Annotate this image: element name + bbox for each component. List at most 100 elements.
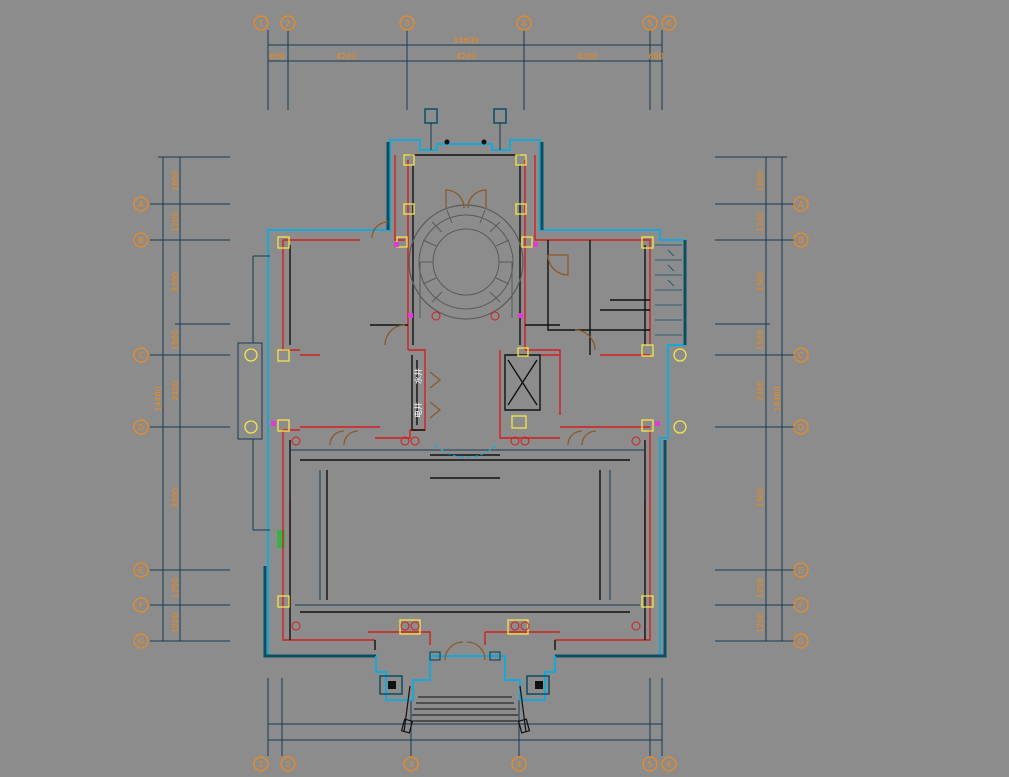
axis-bubble: 2 <box>280 756 296 772</box>
axis-bubble: 6 <box>661 15 677 31</box>
room-label-water-shaft: 水井 <box>413 368 423 384</box>
top-entrance-canopy <box>424 108 507 150</box>
room-label-electric-shaft: 电井 <box>413 402 423 418</box>
interior-dimension-ticks <box>290 449 645 606</box>
left-dim-segment: 2400 <box>171 381 180 401</box>
svg-text:A: A <box>138 200 144 209</box>
axis-bubble: 3 <box>399 15 415 31</box>
axis-bubble: A <box>793 196 809 212</box>
left-projections <box>237 255 687 548</box>
right-dimension-chain: 14400 1800 1200 3300 1500 2400 3300 1200… <box>715 156 795 642</box>
svg-text:E: E <box>798 566 803 575</box>
right-dim-segment: 3300 <box>756 272 765 292</box>
svg-text:1: 1 <box>258 19 263 28</box>
top-axis-bubbles: 1 2 3 4 5 6 <box>253 15 677 31</box>
axis-bubble: 1 <box>253 15 269 31</box>
svg-text:2: 2 <box>285 19 290 28</box>
axis-bubble: E <box>793 562 809 578</box>
axis-bubble: F <box>133 597 149 613</box>
interior-linework <box>289 154 650 650</box>
axis-bubble: G <box>793 633 809 649</box>
left-dim-segment: 1200 <box>171 613 180 633</box>
svg-text:4: 4 <box>516 760 521 769</box>
svg-text:6: 6 <box>666 19 671 28</box>
spiral-stair <box>408 204 524 320</box>
inner-walls <box>282 155 651 645</box>
svg-text:3: 3 <box>408 760 413 769</box>
columns <box>277 154 654 635</box>
svg-text:C: C <box>798 351 804 360</box>
doors <box>329 189 597 661</box>
fixtures <box>291 311 641 631</box>
top-dim-segment: 600 <box>648 52 663 61</box>
axis-bubble: A <box>133 196 149 212</box>
svg-text:B: B <box>138 236 144 245</box>
axis-bubble: 5 <box>642 15 658 31</box>
svg-text:G: G <box>798 637 804 646</box>
left-dim-segment: 1200 <box>171 578 180 598</box>
svg-text:B: B <box>798 236 804 245</box>
svg-text:F: F <box>799 601 804 610</box>
bottom-entrance-steps <box>379 651 550 734</box>
axis-bubble: 1 <box>253 756 269 772</box>
left-dimension-chain: 14400 1800 1200 3300 1500 2400 3300 1200… <box>150 156 230 642</box>
top-dim-segment: 4200 <box>577 52 597 61</box>
bottom-dimension-chain <box>267 678 663 756</box>
top-dim-segment: 600 <box>269 52 284 61</box>
right-dim-segment: 1500 <box>756 330 765 350</box>
axis-bubble: B <box>133 232 149 248</box>
svg-text:A: A <box>798 200 804 209</box>
axis-bubble: F <box>793 597 809 613</box>
left-axis-bubbles: A B C D E F G <box>133 196 149 649</box>
left-dim-segment: 3300 <box>171 272 180 292</box>
axis-bubble: G <box>133 633 149 649</box>
magenta-markers <box>271 242 660 426</box>
axis-bubble: C <box>133 347 149 363</box>
right-dim-segment: 1200 <box>756 212 765 232</box>
axis-bubble: D <box>793 419 809 435</box>
right-dim-segment: 3300 <box>756 488 765 508</box>
svg-text:2: 2 <box>285 760 290 769</box>
svg-text:C: C <box>138 351 144 360</box>
bottom-axis-bubbles: 1 2 3 4 5 6 <box>253 756 677 772</box>
left-dim-segment: 1500 <box>171 330 180 350</box>
top-dimension-chain: 14600 600 4200 4200 4200 600 <box>267 30 664 110</box>
axis-bubble: C <box>793 347 809 363</box>
axis-bubble: E <box>133 562 149 578</box>
right-stair-hatch <box>655 244 682 336</box>
svg-text:4: 4 <box>521 19 526 28</box>
top-dim-segment: 4200 <box>336 52 356 61</box>
svg-text:1: 1 <box>258 760 263 769</box>
svg-text:5: 5 <box>647 760 652 769</box>
right-dim-segment: 1800 <box>756 171 765 191</box>
left-dim-segment: 1800 <box>171 171 180 191</box>
axis-bubble: 2 <box>280 15 296 31</box>
svg-text:6: 6 <box>666 760 671 769</box>
svg-text:G: G <box>138 637 144 646</box>
svg-text:F: F <box>139 601 144 610</box>
top-overall-dim: 14600 <box>453 36 478 45</box>
svg-text:E: E <box>138 566 143 575</box>
left-dim-segment: 1200 <box>171 212 180 232</box>
svg-text:D: D <box>138 423 144 432</box>
svg-text:5: 5 <box>647 19 652 28</box>
right-axis-bubbles: A B C D E F G <box>793 196 809 649</box>
axis-bubble: B <box>793 232 809 248</box>
axis-bubble: 6 <box>661 756 677 772</box>
right-dim-segment: 2400 <box>756 381 765 401</box>
right-dim-segment: 1200 <box>756 578 765 598</box>
top-dim-segment: 4200 <box>456 52 476 61</box>
axis-bubble: 4 <box>511 756 527 772</box>
left-overall-dim: 14400 <box>154 386 163 411</box>
svg-text:D: D <box>798 423 804 432</box>
outer-wall <box>263 139 687 701</box>
axis-bubble: 3 <box>403 756 419 772</box>
axis-bubble: D <box>133 419 149 435</box>
axis-bubble: 4 <box>516 15 532 31</box>
right-dim-segment: 1200 <box>756 613 765 633</box>
axis-bubble: 5 <box>642 756 658 772</box>
svg-text:3: 3 <box>404 19 409 28</box>
left-dim-segment: 3300 <box>171 488 180 508</box>
